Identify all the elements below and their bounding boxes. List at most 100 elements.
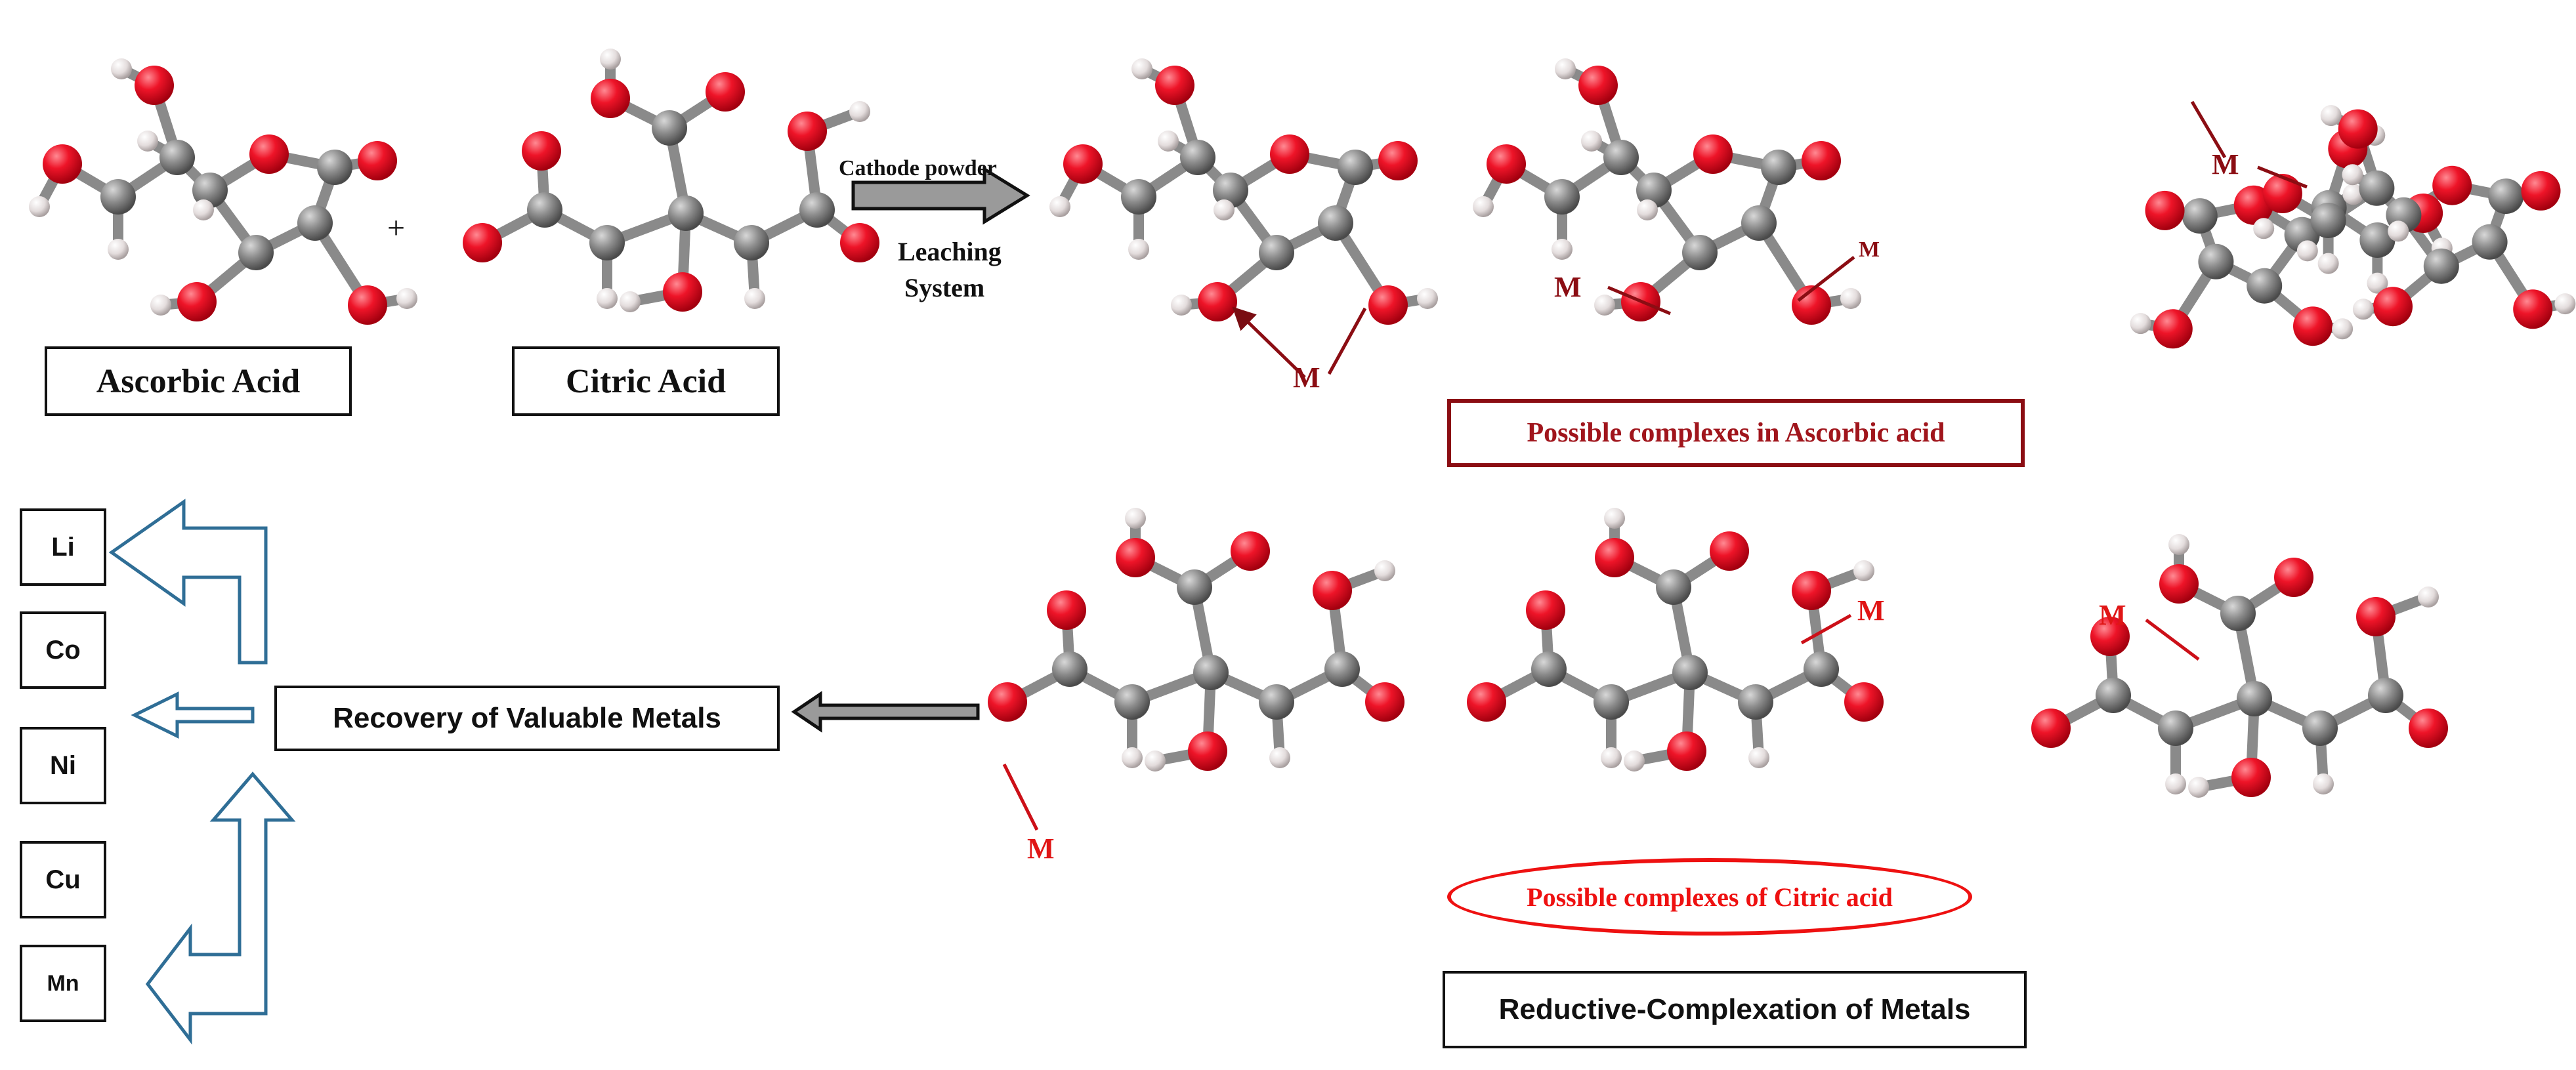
metal-box-li: Li bbox=[20, 508, 106, 586]
ascorbic-complex-3b-atom-h bbox=[2317, 253, 2339, 274]
citric-acid-atom-h bbox=[597, 288, 618, 309]
citric-acid-atom-o bbox=[591, 79, 630, 118]
ascorbic-complex-1-atom-h bbox=[1417, 288, 1438, 309]
ascorbic-acid-atom-o bbox=[249, 134, 289, 174]
ascorbic-acid-atom-h bbox=[108, 239, 129, 260]
citric-complex-1-atom-h bbox=[1122, 747, 1143, 768]
m-bond-asc3-b bbox=[2257, 165, 2308, 189]
metal-label-cit2: M bbox=[1857, 594, 1885, 627]
citric-complex-2-atom-c bbox=[1656, 569, 1691, 605]
ascorbic-complex-1-atom-h bbox=[1158, 131, 1179, 152]
citric-acid-atom-h bbox=[849, 101, 870, 122]
recovery-arrow bbox=[791, 691, 980, 733]
ascorbic-complex-3a-atom-c bbox=[2182, 198, 2218, 234]
citric-complex-2-atom-h bbox=[1853, 560, 1874, 581]
citric-complex-2-atom-o bbox=[1844, 682, 1884, 722]
ascorbic-complex-1-atom-c bbox=[1121, 179, 1156, 215]
citric-complex-2-atom-c bbox=[1804, 651, 1839, 687]
plus-sign: + bbox=[387, 211, 406, 245]
m-bond-cit3 bbox=[2145, 619, 2200, 661]
metal-label-asc2a: M bbox=[1554, 271, 1582, 303]
ascorbic-complex-1-atom-o bbox=[1270, 134, 1309, 174]
citric-complex-2-atom-h bbox=[1604, 508, 1625, 529]
ascorbic-complex-2-atom-o bbox=[1693, 134, 1733, 174]
ascorbic-complex-3b-atom-o bbox=[2432, 165, 2472, 205]
citric-acid-label: Citric Acid bbox=[512, 346, 780, 416]
ascorbic-acid-atom-o bbox=[43, 144, 82, 184]
citric-complex-3-atom-o bbox=[2159, 564, 2199, 604]
ascorbic-complex-3a-atom-c bbox=[2359, 222, 2396, 258]
ascorbic-complex-3b-atom-h bbox=[2554, 293, 2576, 315]
ascorbic-acid-atom-h bbox=[111, 58, 132, 79]
ascorbic-complex-3a-atom-o bbox=[2145, 190, 2185, 230]
citric-complex-1-atom-c bbox=[1052, 651, 1087, 687]
ascorbic-complex-2-atom-c bbox=[1741, 205, 1777, 241]
ascorbic-complex-3b-atom-c bbox=[2488, 178, 2524, 215]
ascorbic-complex-2-atom-h bbox=[1637, 199, 1658, 220]
citric-complex-3-atom-c bbox=[2096, 678, 2131, 713]
citric-acid-atom-o bbox=[463, 223, 502, 262]
citric-complex-1-atom-c bbox=[1324, 651, 1360, 687]
citric-acid-atom-c bbox=[527, 192, 562, 228]
citric-acid-atom-c bbox=[652, 110, 687, 146]
citric-complex-3-atom-o bbox=[2409, 709, 2448, 748]
citric-complexes-caption: Possible complexes of Citric acid bbox=[1447, 858, 1972, 936]
cathode-powder-label: Cathode powder bbox=[839, 156, 997, 180]
connector-layer bbox=[108, 100, 2308, 1045]
ascorbic-complex-3a-atom-c bbox=[2198, 243, 2234, 279]
citric-acid-atom-c bbox=[799, 192, 835, 228]
ascorbic-complex-1-atom-o bbox=[1155, 66, 1194, 105]
citric-complex-3-atom-o bbox=[2090, 617, 2130, 656]
ascorbic-complex-2-atom-h bbox=[1473, 196, 1494, 217]
ascorbic-complex-3b-atom-h bbox=[2342, 164, 2363, 186]
ascorbic-acid-atom-h bbox=[193, 199, 214, 220]
metal-box-mn: Mn bbox=[20, 945, 106, 1022]
citric-complex-2-atom-c bbox=[1672, 655, 1708, 690]
citric-complex-3-atom-h bbox=[2418, 586, 2439, 607]
citric-complex-1-atom-h bbox=[1145, 751, 1166, 772]
ascorbic-complex-3a-atom-c bbox=[2247, 268, 2283, 304]
citric-complex-2-atom-o bbox=[1667, 731, 1706, 771]
ascorbic-acid-atom-c bbox=[297, 205, 333, 241]
metal-box-co: Co bbox=[20, 611, 106, 689]
metal-label-asc1: M bbox=[1293, 361, 1320, 394]
ascorbic-complex-2-atom-h bbox=[1555, 58, 1576, 79]
citric-complex-1-atom-c bbox=[1259, 684, 1294, 720]
ascorbic-complex-2-atom-c bbox=[1636, 173, 1672, 208]
system-label: System bbox=[904, 273, 985, 302]
metal-box-cu: Cu bbox=[20, 841, 106, 918]
ascorbic-acid-atom-c bbox=[238, 235, 274, 270]
arrow-to-co bbox=[131, 691, 255, 739]
citric-complex-1-atom-o bbox=[1188, 731, 1227, 771]
metal-label-cit1: M bbox=[1027, 833, 1055, 865]
citric-complex-3-atom-h bbox=[2313, 773, 2334, 794]
ascorbic-complex-3b-atom-o bbox=[2338, 109, 2378, 149]
ascorbic-complex-3b-atom-h bbox=[2320, 105, 2342, 127]
metal-label-cit3: M bbox=[2099, 599, 2126, 631]
ascorbic-complex-2-atom-o bbox=[1792, 285, 1831, 325]
ascorbic-acid-label: Ascorbic Acid bbox=[45, 346, 352, 416]
ascorbic-complex-1-atom-h bbox=[1131, 58, 1152, 79]
reductive-complexation-box: Reductive-Complexation of Metals bbox=[1443, 971, 2027, 1048]
ascorbic-acid-atom-o bbox=[348, 285, 387, 325]
ascorbic-acid-atom-h bbox=[150, 295, 171, 316]
citric-complex-3-atom-o bbox=[2231, 758, 2271, 797]
ascorbic-complex-1-atom-o bbox=[1063, 144, 1103, 184]
ascorbic-complex-3b-atom-o bbox=[2513, 289, 2553, 329]
ascorbic-complex-1-atom-c bbox=[1213, 173, 1248, 208]
ascorbic-complexes-caption: Possible complexes in Ascorbic acid bbox=[1447, 399, 2025, 467]
m-bond-cit1 bbox=[1002, 763, 1039, 831]
citric-complex-2-atom-o bbox=[1595, 538, 1634, 577]
citric-acid-atom-o bbox=[706, 72, 745, 112]
citric-acid-atom-h bbox=[744, 288, 765, 309]
citric-complex-2-atom-o bbox=[1710, 531, 1749, 571]
ascorbic-complex-3a-atom-h bbox=[2342, 184, 2364, 205]
citric-acid-atom-c bbox=[734, 225, 769, 260]
ascorbic-complex-2-atom-c bbox=[1603, 140, 1639, 175]
m-bond-asc3-a bbox=[2190, 100, 2227, 159]
citric-complex-3-atom-h bbox=[2168, 534, 2189, 555]
m-bond-cit2 bbox=[1800, 613, 1852, 645]
ascorbic-complex-3b-atom-c bbox=[2359, 170, 2395, 206]
ascorbic-complex-3a-atom-h bbox=[2367, 272, 2388, 294]
